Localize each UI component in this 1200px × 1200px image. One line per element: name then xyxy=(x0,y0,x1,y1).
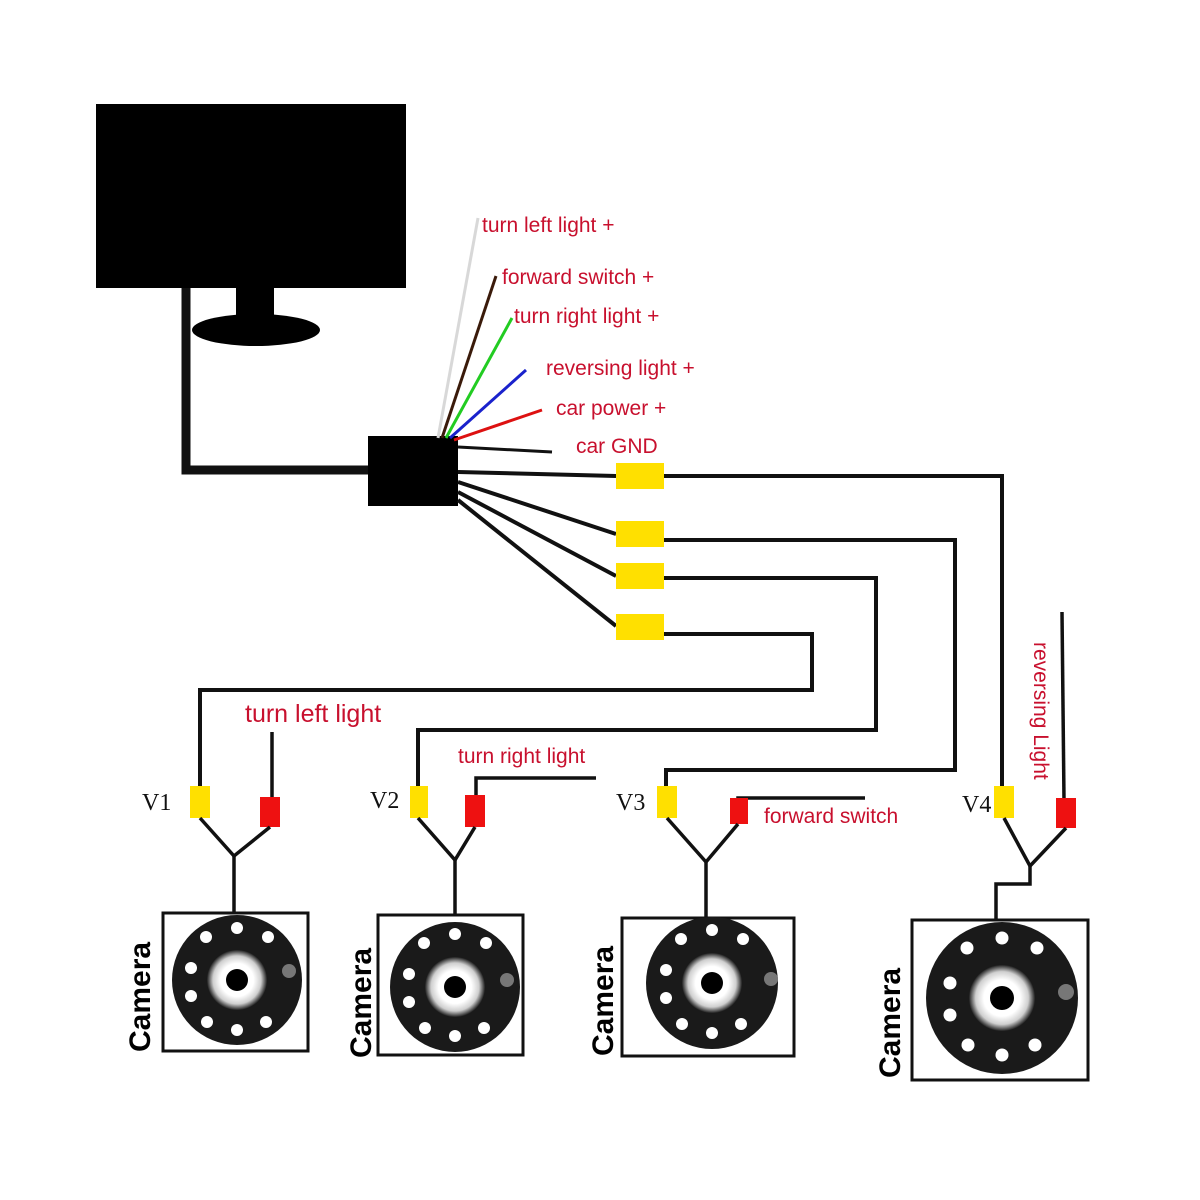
route-v3 xyxy=(664,538,957,790)
camera-ir-leds xyxy=(403,928,492,1042)
channel-label-v2: V2 xyxy=(370,788,399,814)
label-reversing-light: reversing Light xyxy=(1029,642,1052,780)
label-reversing-light-plus: reversing light + xyxy=(546,357,695,380)
channel-label-v1: V1 xyxy=(142,790,171,816)
control-box xyxy=(368,436,458,506)
camera-lens xyxy=(226,969,248,991)
route-v2 xyxy=(416,576,878,790)
camera-v3: Camera xyxy=(587,916,796,1058)
video-connector-v1 xyxy=(190,786,210,818)
channel-label-v3: V3 xyxy=(616,790,645,816)
trigger-connector-v4 xyxy=(1056,798,1076,828)
monitor-base xyxy=(192,314,320,346)
label-turn-right-light-plus: turn right light + xyxy=(514,305,659,328)
wire-reversing-light xyxy=(448,368,528,440)
camera-sensor xyxy=(500,973,514,987)
trigger-connector-v1 xyxy=(260,797,280,827)
channel-v1: V1 Camera xyxy=(124,786,310,1053)
video-connector-v3-source xyxy=(616,521,664,547)
camera-ir-leds xyxy=(943,931,1044,1062)
wire-car-power xyxy=(453,408,543,442)
label-forward-switch-plus: forward switch + xyxy=(502,266,654,289)
channel-v2: V2 Camera xyxy=(345,786,525,1058)
camera-lens xyxy=(444,976,466,998)
video-harness xyxy=(456,470,618,628)
label-turn-left-light: turn left light xyxy=(245,700,381,728)
monitor-screen xyxy=(96,104,406,288)
camera-ir-leds xyxy=(660,924,749,1039)
video-connector-v4-source xyxy=(616,463,664,489)
camera-label-v3: Camera xyxy=(587,946,620,1056)
camera-v1: Camera xyxy=(124,911,310,1053)
video-connector-v4 xyxy=(994,786,1014,818)
monitor-cable xyxy=(181,288,372,475)
channel-v3: V3 Camera xyxy=(587,786,796,1058)
label-turn-left-light-plus: turn left light + xyxy=(482,214,615,237)
trigger-connector-v3 xyxy=(730,798,748,824)
camera-sensor xyxy=(764,972,778,986)
harness-wires xyxy=(436,217,553,454)
harness-video-connectors xyxy=(616,463,664,640)
label-forward-switch: forward switch xyxy=(764,805,898,828)
wire-turn-right-light xyxy=(444,317,514,439)
channel-v4: V4 Camera xyxy=(874,786,1090,1082)
camera-sensor xyxy=(282,964,296,978)
camera-label-v4: Camera xyxy=(874,968,907,1078)
label-car-gnd: car GND xyxy=(576,435,658,458)
video-connector-v2-source xyxy=(616,563,664,589)
channel-label-v4: V4 xyxy=(962,792,991,818)
camera-sensor xyxy=(1058,984,1074,1000)
camera-ir-leds xyxy=(185,922,274,1036)
camera-label-v1: Camera xyxy=(124,942,157,1052)
camera-v2: Camera xyxy=(345,913,525,1058)
monitor xyxy=(96,104,406,346)
video-connector-v1-source xyxy=(616,614,664,640)
camera-lens xyxy=(990,986,1014,1010)
label-turn-right-light: turn right light xyxy=(458,745,585,768)
wire-car-gnd xyxy=(457,445,553,454)
camera-lens xyxy=(701,972,723,994)
wire-forward-switch xyxy=(440,275,498,439)
wire-turn-left-light xyxy=(436,217,480,439)
harness-labels: turn left light + forward switch + turn … xyxy=(482,214,695,458)
camera-v4: Camera xyxy=(874,918,1090,1082)
route-v4 xyxy=(664,474,1004,790)
trigger-connector-v2 xyxy=(465,795,485,827)
video-connector-v3 xyxy=(657,786,677,818)
label-car-power-plus: car power + xyxy=(556,397,666,420)
route-v1 xyxy=(198,632,814,790)
camera-label-v2: Camera xyxy=(345,948,378,1058)
routing-wires xyxy=(198,474,1004,790)
video-connector-v2 xyxy=(410,786,428,818)
